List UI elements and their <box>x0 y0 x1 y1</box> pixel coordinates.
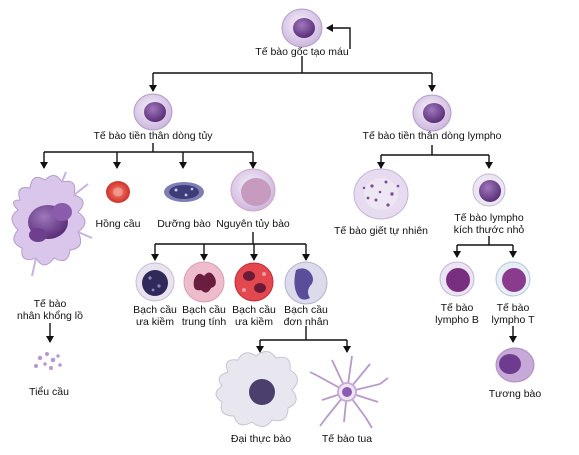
nk-cell-icon <box>353 168 409 220</box>
label-megakaryocyte: Tế bào nhân khổng lồ <box>17 298 83 322</box>
plasma-cell-icon <box>495 347 535 383</box>
label-monocyte-line2: đơn nhân <box>283 316 329 328</box>
small-lymphocyte-icon <box>472 173 506 207</box>
label-small-lymphocyte: Tế bào lympho kích thước nhỏ <box>454 212 525 236</box>
label-eosinophil-line1: Bạch cầu <box>232 304 276 316</box>
label-b-cell: Tế bào lympho B <box>435 302 479 326</box>
label-basophil-line2: ưa kiềm <box>136 316 174 328</box>
label-erythrocyte: Hồng cầu <box>95 218 141 230</box>
myeloid-progenitor-icon <box>133 93 173 131</box>
label-monocyte-line1: Bạch cầu <box>284 304 328 316</box>
label-myeloblast: Nguyên tủy bào <box>216 218 290 230</box>
label-basophil-line1: Bạch cầu <box>133 304 177 316</box>
label-eosinophil: Bạch cầu ưa kiềm <box>232 304 276 328</box>
monocyte-icon <box>284 261 328 305</box>
stem-cell-icon <box>281 8 323 48</box>
label-macrophage: Đại thực bào <box>230 433 292 445</box>
dendritic-cell-icon <box>309 355 389 429</box>
macrophage-icon <box>215 351 298 427</box>
label-b-cell-line1: Tế bào <box>440 302 474 314</box>
platelets-icon <box>34 352 62 370</box>
label-eosinophil-line2: ưa kiềm <box>235 316 273 328</box>
label-myeloid-progenitor: Tế bào tiền thân dòng tủy <box>93 130 213 142</box>
label-b-cell-line2: lympho B <box>435 314 479 326</box>
label-platelets: Tiểu cầu <box>29 386 69 398</box>
label-monocyte: Bạch cầu đơn nhân <box>284 304 329 328</box>
connector-lines <box>40 24 517 353</box>
label-neutrophil: Bạch cầu trung tính <box>182 304 226 328</box>
eosinophil-icon <box>234 262 274 302</box>
basophil-icon <box>135 262 175 302</box>
label-mast-cell: Dưỡng bào <box>157 218 211 230</box>
label-basophil: Bạch cầu ưa kiềm <box>133 304 177 328</box>
label-neutrophil-line1: Bạch cầu <box>182 304 226 316</box>
label-t-cell-line2: lympho T <box>491 314 535 326</box>
t-cell-icon <box>495 261 531 297</box>
b-cell-icon <box>439 261 475 297</box>
mast-cell-icon <box>164 182 204 202</box>
label-neutrophil-line2: trung tính <box>181 316 227 328</box>
label-lymphoid-progenitor: Tế bào tiền thân dòng lympho <box>362 130 502 142</box>
label-small-lymphocyte-line2: kích thước nhỏ <box>453 224 525 236</box>
myeloblast-icon <box>230 168 276 212</box>
label-plasma-cell: Tương bào <box>488 388 542 400</box>
neutrophil-icon <box>183 261 225 303</box>
label-small-lymphocyte-line1: Tế bào lympho <box>454 212 524 224</box>
label-t-cell-line1: Tế bào <box>496 302 530 314</box>
label-stem-cell: Tế bào gốc tạo máu <box>255 46 349 58</box>
megakaryocyte-icon <box>11 171 93 277</box>
label-t-cell: Tế bào lympho T <box>492 302 535 326</box>
label-megakaryocyte-line2: nhân khổng lồ <box>17 310 83 322</box>
erythrocyte-icon <box>106 181 130 203</box>
label-megakaryocyte-line1: Tế bào <box>33 298 67 310</box>
label-dendritic-cell: Tế bào tua <box>321 433 373 445</box>
label-nk-cell: Tế bào giết tự nhiên <box>333 225 429 237</box>
lymphoid-progenitor-icon <box>412 94 452 132</box>
